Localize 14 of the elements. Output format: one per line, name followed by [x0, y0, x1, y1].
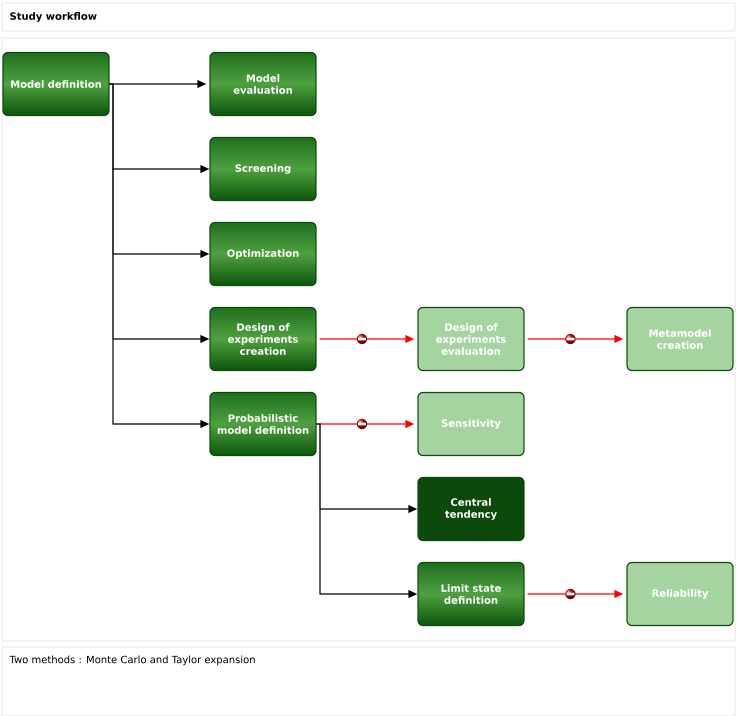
process-box: Optimization: [209, 222, 317, 286]
process-box: Screening: [209, 136, 317, 202]
process-box: Design of experiments evaluation: [417, 306, 525, 372]
process-box: Sensitivity: [417, 392, 525, 456]
process-box: Metamodel creation: [626, 306, 734, 372]
description-text: Two methods : Monte Carlo and Taylor expansion: [10, 656, 255, 666]
process-box: Limit state definition: [417, 562, 525, 626]
panel-title: Study workflow: [10, 12, 97, 22]
process-box: Probabilistic model definition: [209, 392, 317, 456]
process-box: Central tendency: [417, 476, 525, 542]
process-box: Design of experiments creation: [209, 306, 317, 372]
process-box: Model evaluation: [209, 52, 317, 116]
process-box: Model definition: [2, 52, 110, 116]
process-box: Reliability: [626, 562, 734, 626]
